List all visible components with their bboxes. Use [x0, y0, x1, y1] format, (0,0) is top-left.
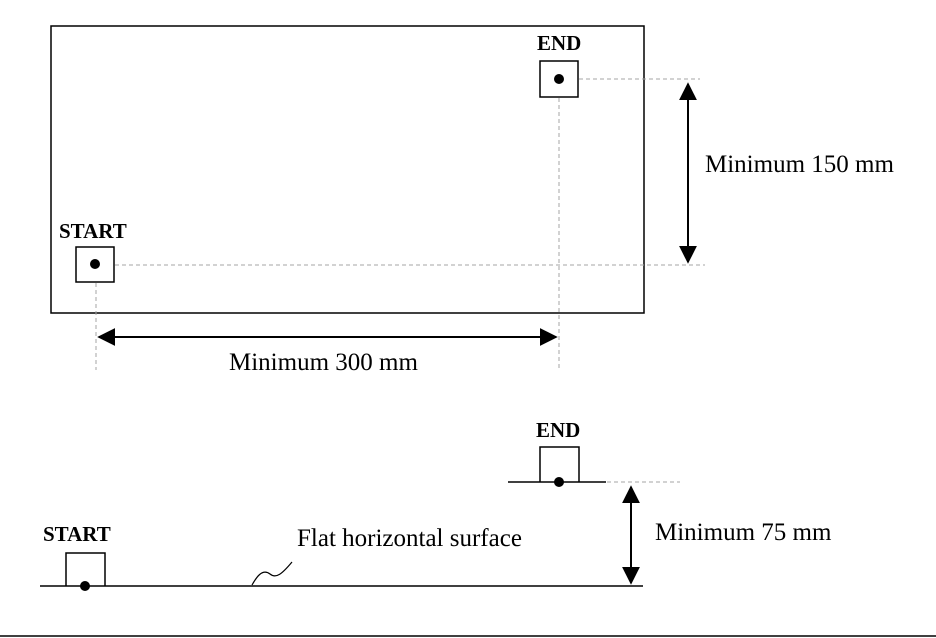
side-end-box	[539, 446, 580, 482]
top-view: END START Minimum 150 mm Minimum 300 mm	[50, 25, 894, 376]
top-end-box	[539, 60, 579, 98]
side-end-point	[554, 477, 564, 487]
side-start-label: START	[43, 522, 111, 546]
top-end-label: END	[537, 31, 581, 55]
top-end-point	[554, 74, 564, 84]
side-end-label: END	[536, 418, 580, 442]
side-start-box	[65, 552, 106, 586]
top-start-point	[90, 259, 100, 269]
surface-rectangle	[50, 25, 645, 314]
top-start-label: START	[59, 219, 127, 243]
surface-label: Flat horizontal surface	[297, 525, 522, 552]
width-300-label: Minimum 300 mm	[229, 349, 418, 376]
height-150-label: Minimum 150 mm	[705, 151, 894, 178]
side-start-point	[80, 581, 90, 591]
surface-leader-line	[251, 561, 293, 586]
height-75-label: Minimum 75 mm	[655, 519, 832, 546]
side-view: END Minimum 75 mm START Flat horizontal …	[40, 418, 832, 591]
